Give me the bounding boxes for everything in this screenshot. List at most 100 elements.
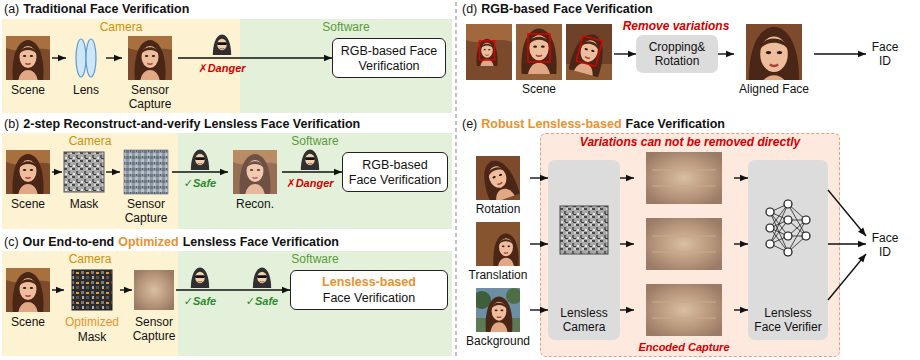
lens-symbol xyxy=(86,39,96,77)
node-text: Sensor Capture xyxy=(132,314,176,343)
encoded-capture xyxy=(646,218,722,270)
node-text: Aligned Face xyxy=(734,82,814,96)
region-band: SoftwareLensless-basedFace Verification xyxy=(178,251,452,356)
flow-arrow xyxy=(52,57,66,58)
flow-arrow xyxy=(52,171,62,172)
region-band: SoftwareRGB-based Face Verification xyxy=(240,19,452,113)
title-row: (b)2-step Reconstruct-and-verify Lensles… xyxy=(4,117,360,132)
node-text: Scene xyxy=(464,82,614,96)
network-icon xyxy=(766,200,810,256)
status-label: ✓Safe xyxy=(184,176,216,190)
node-text: RGB-based Face Verification xyxy=(338,43,440,74)
node-text: Sensor Capture xyxy=(120,196,172,225)
flow-arrow xyxy=(620,243,634,244)
flow-arrow xyxy=(530,177,548,178)
network-icon xyxy=(784,200,792,208)
lens-symbol xyxy=(76,39,96,77)
mask-pattern xyxy=(560,206,608,254)
process-box: RGB-based Face Verification xyxy=(342,152,448,192)
scene-image xyxy=(568,31,609,80)
status-label: ✗Danger xyxy=(286,176,333,190)
scene-image xyxy=(516,24,562,80)
network-icon xyxy=(766,224,774,232)
scene-image xyxy=(13,154,44,196)
node-text: Translation xyxy=(466,268,530,282)
flow-arrow xyxy=(52,289,64,290)
scene-image xyxy=(516,24,562,80)
scene-image xyxy=(466,24,512,80)
network-icon xyxy=(766,200,810,256)
scene-image xyxy=(6,36,50,82)
status-label: ✓Safe xyxy=(246,294,278,308)
sensor-capture xyxy=(134,270,174,310)
flow-arrow xyxy=(282,171,342,172)
sensor-capture xyxy=(124,150,168,194)
network-icon xyxy=(802,216,810,224)
panel-title: Our End-to-end xyxy=(23,235,115,250)
module-box: Cropping& Rotation xyxy=(636,35,718,73)
node-text: Lensless Face Verifier xyxy=(752,304,824,334)
scene-image xyxy=(480,41,495,60)
flow-arrow xyxy=(106,57,122,58)
node-text: Face ID xyxy=(866,40,904,68)
panel-title: Optimized xyxy=(118,235,178,250)
image-figure: Lens xyxy=(66,36,106,108)
panel-title: Face Verification xyxy=(626,117,725,132)
scene-image xyxy=(476,39,497,68)
node-text: Variations can not be removed directly xyxy=(540,133,840,149)
title-row: (c) Our End-to-endOptimized Lensless Face … xyxy=(4,235,339,250)
aligned-face xyxy=(749,27,799,95)
mask-pattern xyxy=(560,206,608,254)
flow-arrow xyxy=(828,243,866,244)
panel-title: Lensless Face Verification xyxy=(183,235,339,250)
scene-image xyxy=(528,34,550,62)
node-text: Sensor Capture xyxy=(122,82,178,111)
mask-pattern xyxy=(64,152,112,310)
flow-arrow xyxy=(172,171,228,172)
flow-arrow xyxy=(620,177,634,178)
node-text: Camera xyxy=(2,251,178,266)
mask-pattern xyxy=(72,270,112,310)
aligned-face xyxy=(746,24,802,95)
encoded-capture xyxy=(646,152,722,204)
hacker-icon xyxy=(191,267,209,288)
input-image xyxy=(473,156,522,333)
scene-image xyxy=(6,268,50,314)
node-text: Scene xyxy=(4,196,52,211)
recon-image xyxy=(233,150,277,196)
node-text: Recon. xyxy=(228,196,282,211)
node-text: Software xyxy=(178,251,452,266)
scene-image xyxy=(466,24,612,80)
network-icon xyxy=(770,204,806,252)
note-label: Remove variations xyxy=(623,19,730,33)
scene-image xyxy=(6,36,50,314)
panel-title: (c) xyxy=(4,235,19,250)
divider-line xyxy=(455,2,456,358)
sensor-capture xyxy=(124,36,174,310)
input-image xyxy=(506,288,522,304)
hacker-icon xyxy=(213,34,231,55)
flow-arrow xyxy=(734,177,748,178)
output-node: Face ID xyxy=(866,36,904,72)
node-text: Face Verification xyxy=(296,290,442,306)
flow-arrow xyxy=(530,243,548,244)
scene-image xyxy=(466,24,512,80)
flow-arrow xyxy=(178,57,332,58)
scene-image xyxy=(13,40,44,82)
node-text: Lens xyxy=(66,82,106,97)
panel-title: (d) xyxy=(462,2,477,17)
encoded-capture xyxy=(646,284,722,336)
panel-title: 2-step Reconstruct-and-verify Lensless F… xyxy=(23,117,360,132)
process-box: RGB-based Face Verification xyxy=(332,38,446,78)
network-icon xyxy=(802,232,810,240)
scene-image xyxy=(521,29,556,77)
input-image xyxy=(493,233,518,267)
flow-arrow xyxy=(734,243,748,244)
recon-image xyxy=(233,150,277,194)
node-text: Software xyxy=(178,133,452,148)
node-text: Rotation xyxy=(466,202,530,216)
input-image xyxy=(473,291,491,309)
node-text: Lensless-based xyxy=(296,274,442,290)
output-node: Face ID xyxy=(866,226,904,264)
